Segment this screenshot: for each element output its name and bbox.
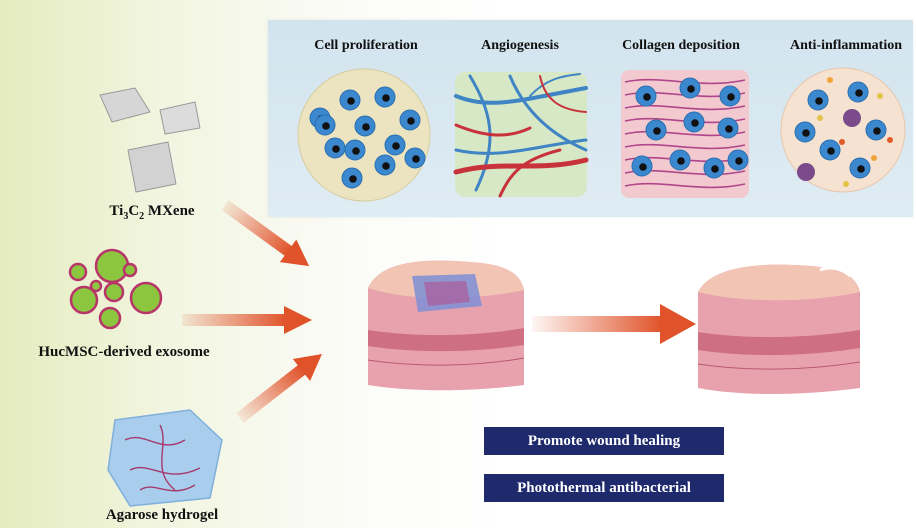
exosome-vesicle-icon: [103, 281, 125, 303]
exosome-vesicle-icon: [122, 262, 138, 278]
effects-panel: Cell proliferation Angiogenesis Collagen…: [268, 20, 913, 217]
arrow-exosome: [182, 306, 312, 334]
exosome-vesicle-icon: [68, 262, 88, 282]
arrow-healing: [532, 304, 696, 344]
hydrogel-label: Agarose hydrogel: [105, 507, 219, 523]
outcome-wound-healing: Promote wound healing: [484, 427, 724, 455]
exosome-vesicle-icon: [98, 306, 122, 330]
effect-title-anti-inflammation: Anti-inflammation: [790, 38, 902, 53]
exosome-vesicle-icon: [94, 248, 130, 284]
exosome-label: HucMSC-derived exosome: [38, 344, 210, 360]
exosome-vesicle-icon: [69, 285, 99, 315]
exosome-vesicle-icon: [129, 281, 163, 315]
effect-title-cell-proliferation: Cell proliferation: [314, 38, 418, 53]
effect-title-angiogenesis: Angiogenesis: [481, 38, 559, 53]
mxene-label: Ti3C2 MXene: [109, 203, 195, 222]
effect-title-collagen-deposition: Collagen deposition: [622, 38, 740, 53]
exosome-vesicle-icon: [89, 279, 103, 293]
arrow-hydrogel: [236, 353, 322, 423]
outcome-photothermal-antibacterial: Photothermal antibacterial: [484, 474, 724, 502]
